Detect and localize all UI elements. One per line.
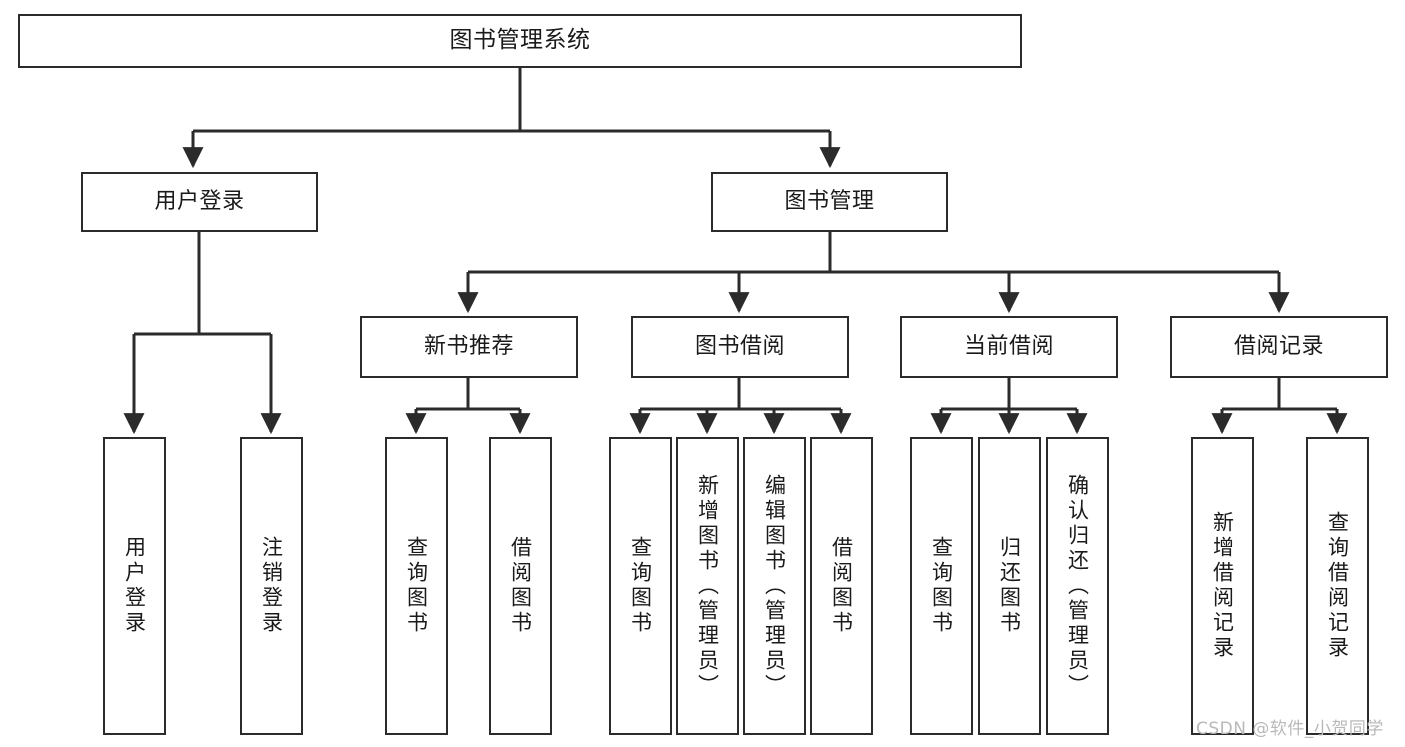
leaf-label: 归还图书	[997, 536, 1022, 636]
leaf-label: 查询图书	[628, 536, 653, 636]
node-book-manage[interactable]: 图书管理	[711, 172, 948, 232]
leaf-book-borrow-3[interactable]: 编辑图书（管理员）	[743, 437, 806, 735]
node-root[interactable]: 图书管理系统	[18, 14, 1022, 68]
leaf-label: 借阅图书	[508, 536, 533, 636]
leaf-user-login-2[interactable]: 注销登录	[240, 437, 303, 735]
leaf-label: 注销登录	[259, 536, 284, 636]
node-current-borrow[interactable]: 当前借阅	[900, 316, 1118, 378]
leaf-book-borrow-4[interactable]: 借阅图书	[810, 437, 873, 735]
leaf-label: 用户登录	[122, 536, 147, 636]
leaf-label: 查询图书	[929, 536, 954, 636]
node-user-login[interactable]: 用户登录	[81, 172, 318, 232]
leaf-label: 确认归还（管理员）	[1065, 473, 1090, 699]
leaf-user-login-1[interactable]: 用户登录	[103, 437, 166, 735]
leaf-label: 借阅图书	[829, 536, 854, 636]
leaf-new-book-2[interactable]: 借阅图书	[489, 437, 552, 735]
watermark-text: CSDN @软件_小贺同学	[1196, 719, 1384, 739]
node-book-borrow[interactable]: 图书借阅	[631, 316, 849, 378]
leaf-current-borrow-1[interactable]: 查询图书	[910, 437, 973, 735]
leaf-label: 编辑图书（管理员）	[762, 473, 787, 699]
leaf-new-book-1[interactable]: 查询图书	[385, 437, 448, 735]
leaf-current-borrow-3[interactable]: 确认归还（管理员）	[1046, 437, 1109, 735]
leaf-book-borrow-1[interactable]: 查询图书	[609, 437, 672, 735]
leaf-label: 查询图书	[404, 536, 429, 636]
leaf-borrow-record-1[interactable]: 新增借阅记录	[1191, 437, 1254, 735]
leaf-book-borrow-2[interactable]: 新增图书（管理员）	[676, 437, 739, 735]
leaf-borrow-record-2[interactable]: 查询借阅记录	[1306, 437, 1369, 735]
node-new-book-recommend[interactable]: 新书推荐	[360, 316, 578, 378]
leaf-label: 查询借阅记录	[1325, 511, 1350, 661]
leaf-label: 新增借阅记录	[1210, 511, 1235, 661]
leaf-current-borrow-2[interactable]: 归还图书	[978, 437, 1041, 735]
node-borrow-record[interactable]: 借阅记录	[1170, 316, 1388, 378]
leaf-label: 新增图书（管理员）	[695, 473, 720, 699]
